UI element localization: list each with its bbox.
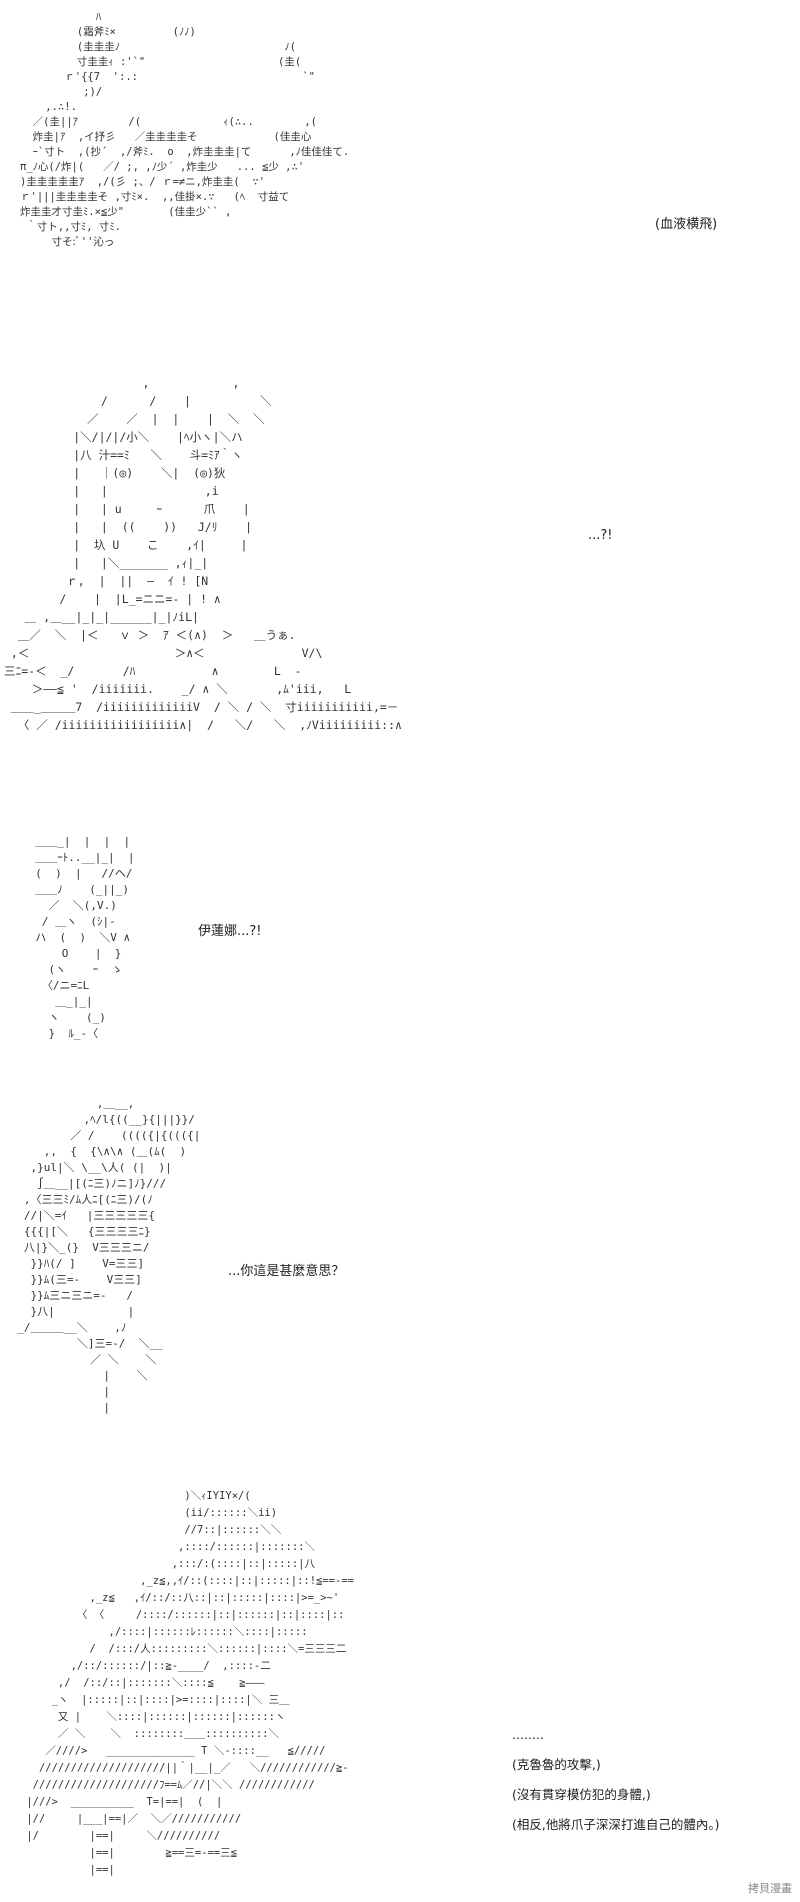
panel-small-figure: ＿＿_| | | | ＿＿ｰﾄ..__|_| | ( ) | //ヘ/ ＿＿ﾉ … (0, 820, 800, 1060)
narration-block: ........ (克魯魯的攻擊,) (沒有貫穿模仿犯的身體,) (相反,他將爪… (512, 1720, 719, 1840)
narration-line-claws-self: (相反,他將爪子深深打進自己的體內。) (512, 1817, 720, 1832)
caption-confused-exclamation: ...?! (588, 528, 613, 543)
watermark-logo: 拷貝漫畫 (748, 1882, 792, 1895)
panel-attack-scene: )＼ｨIYIY×/( (ii/::::::＼ii) //7::|::::::＼＼… (0, 1470, 800, 1902)
narration-line-attack: (克魯魯的攻擊,) (512, 1757, 601, 1772)
ascii-art-armored-figure: ,＿__, ,ﾍ/l{((__}{|||}}/ ／ / (((({|{((({|… (17, 1097, 201, 1414)
panel-armored-figure: ,＿__, ,ﾍ/l{((__}{|||}}/ ／ / (((({|{((({|… (0, 1080, 800, 1450)
panel-blood-splatter: ﾊ (霜斧ﾐ× (ﾉﾉ) (圭圭圭ﾉ ﾉ( 寸圭圭ｨ :'`" (圭( ｒ'{{… (0, 0, 800, 360)
narration-line-ellipsis: ........ (512, 1727, 544, 1742)
caption-what-do-you-mean: ...你這是甚麼意思？ (228, 1264, 345, 1279)
ascii-art-splatter: ﾊ (霜斧ﾐ× (ﾉﾉ) (圭圭圭ﾉ ﾉ( 寸圭圭ｨ :'`" (圭( ｒ'{{… (20, 11, 350, 248)
panel-shocked-face: , , / / | ＼ ／ ／ | | | ＼ ＼ |＼/|/|/小＼ |ﾍ小ヽ… (0, 360, 800, 800)
caption-blood-flying: (血液横飛) (655, 217, 718, 232)
narration-line-not-pierce: (沒有貫穿模仿犯的身體,) (512, 1787, 651, 1802)
ascii-art-shocked-character: , , / / | ＼ ／ ／ | | | ＼ ＼ |＼/|/|/小＼ |ﾍ小ヽ… (4, 376, 402, 732)
ascii-art-attack-scene: )＼ｨIYIY×/( (ii/::::::＼ii) //7::|::::::＼＼… (26, 1490, 354, 1876)
ascii-art-small-figure: ＿＿_| | | | ＿＿ｰﾄ..__|_| | ( ) | //ヘ/ ＿＿ﾉ … (35, 835, 135, 1040)
caption-elena: 伊蓮娜...?! (198, 924, 262, 939)
